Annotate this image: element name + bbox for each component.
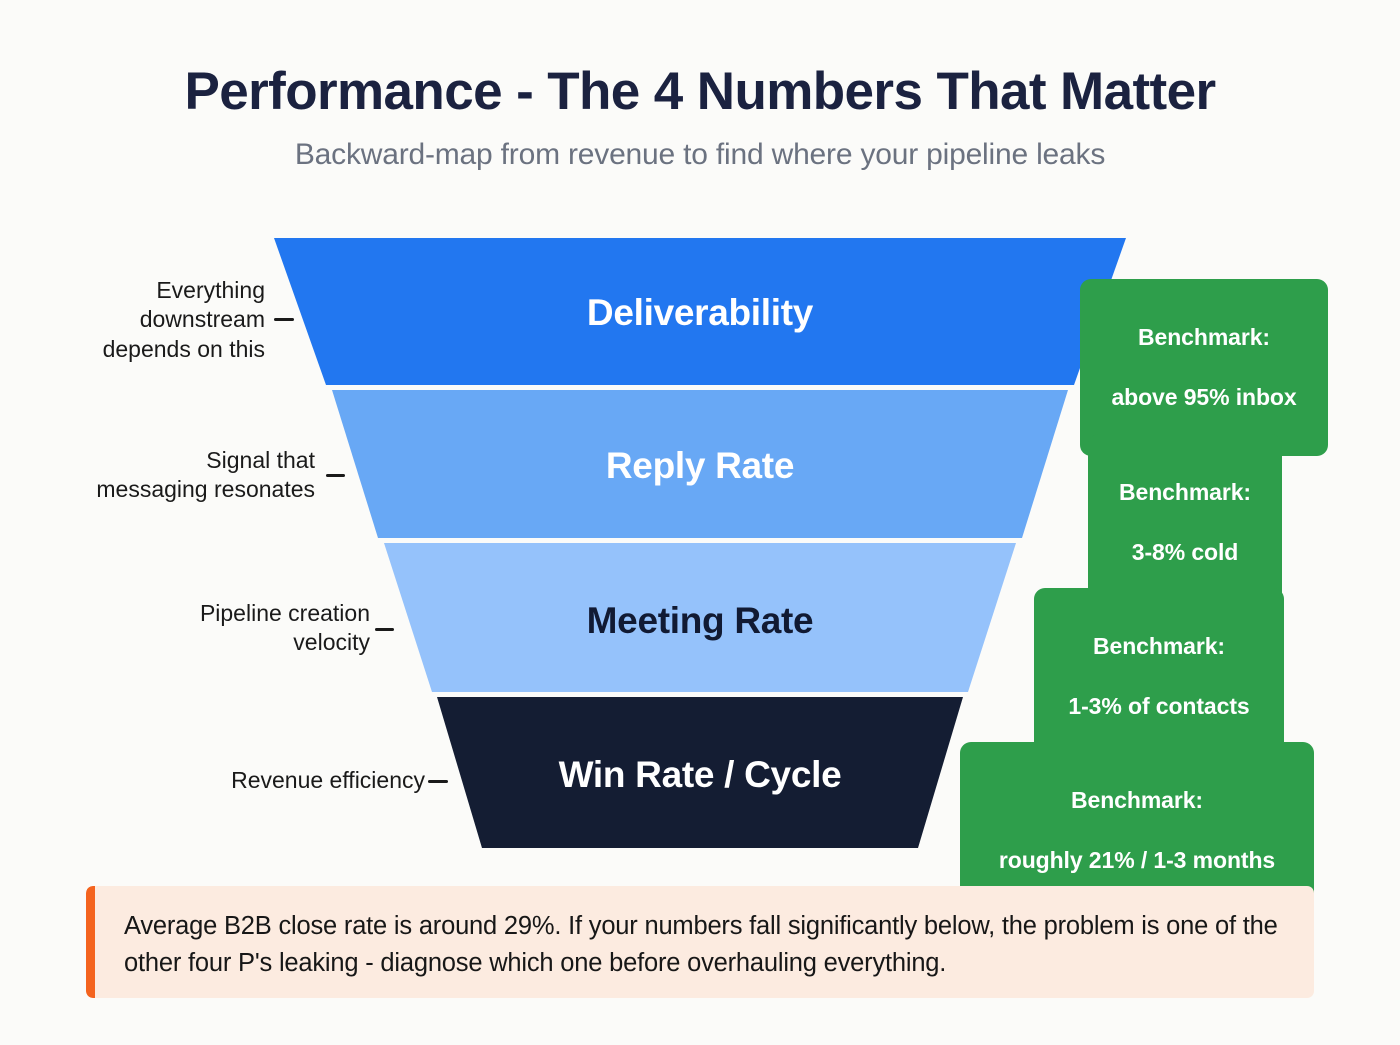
header: Performance - The 4 Numbers That Matter … [0, 0, 1400, 172]
page-subtitle: Backward-map from revenue to find where … [294, 138, 1106, 172]
side-label-meeting-rate: Pipeline creation velocity [199, 600, 370, 656]
callout-accent-bar [86, 886, 95, 998]
benchmark-title: Benchmark: [1071, 786, 1203, 813]
funnel-segment-deliverability[interactable] [274, 238, 1126, 385]
funnel-segment-meeting-rate[interactable] [384, 543, 1016, 692]
callout-box: Average B2B close rate is around 29%. If… [86, 886, 1314, 998]
page-title: Performance - The 4 Numbers That Matter [184, 62, 1217, 121]
connector-dash-meeting-rate [375, 628, 394, 631]
benchmark-value: roughly 21% / 1-3 months [998, 846, 1276, 873]
connector-dash-deliverability [274, 318, 294, 321]
benchmark-title: Benchmark: [1119, 478, 1251, 505]
connector-dash-win-rate-cycle [428, 780, 448, 783]
benchmark-title: Benchmark: [1093, 632, 1225, 659]
connector-dash-reply-rate [326, 474, 345, 477]
benchmark-badge-meeting-rate[interactable]: Benchmark: 1-3% of contacts [1034, 588, 1284, 766]
callout-text: Average B2B close rate is around 29%. If… [124, 912, 1278, 977]
side-label-deliverability: Everything downstream depends on this [102, 277, 265, 362]
benchmark-value: 1-3% of contacts [1068, 692, 1250, 719]
side-label-win-rate-cycle: Revenue efficiency [231, 767, 425, 793]
funnel-segment-reply-rate[interactable] [332, 390, 1068, 538]
benchmark-badge-reply-rate[interactable]: Benchmark: 3-8% cold [1088, 434, 1282, 612]
side-label-reply-rate: Signal that messaging resonates [96, 447, 315, 503]
funnel-shapes [274, 238, 1126, 848]
funnel-segment-win-rate-cycle[interactable] [437, 697, 963, 848]
benchmark-value: 3-8% cold [1131, 538, 1239, 565]
benchmark-value: above 95% inbox [1111, 383, 1297, 410]
benchmark-title: Benchmark: [1138, 323, 1270, 350]
benchmark-badge-deliverability[interactable]: Benchmark: above 95% inbox [1080, 279, 1328, 457]
